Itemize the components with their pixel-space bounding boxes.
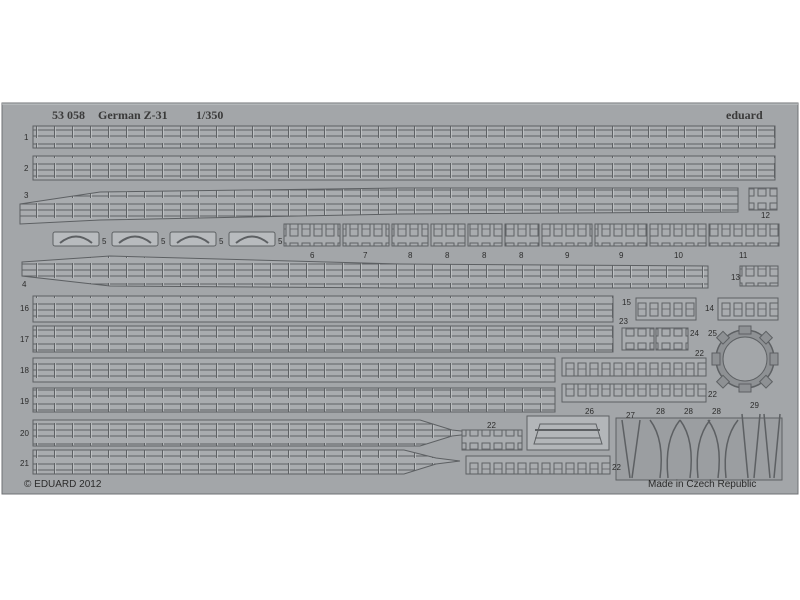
part-label: 13 — [731, 273, 740, 282]
part-label: 15 — [622, 298, 631, 307]
part-12 — [748, 187, 778, 211]
parts-6-11-row — [283, 223, 780, 247]
part-26 — [526, 415, 610, 451]
part-label: 8 — [408, 251, 413, 260]
part-label: 3 — [24, 191, 29, 200]
parts-27-29 — [615, 413, 783, 481]
part-17-rail — [32, 325, 614, 353]
kit-title: German Z-31 — [98, 108, 168, 122]
part-label: 23 — [619, 317, 628, 326]
part-label: 19 — [20, 397, 29, 406]
origin-text: Made in Czech Republic — [648, 479, 756, 490]
part-5-group — [52, 231, 276, 247]
part-label: 22 — [487, 421, 496, 430]
part-label: 24 — [690, 329, 699, 338]
part-label: 22 — [708, 390, 717, 399]
part-label: 18 — [20, 366, 29, 375]
part-label: 22 — [695, 349, 704, 358]
part-label: 28 — [656, 407, 665, 416]
part-4-rail — [21, 255, 709, 289]
part-label: 20 — [20, 429, 29, 438]
part-label: 5 — [161, 237, 166, 246]
part-label: 2 — [24, 164, 29, 173]
part-label: 16 — [20, 304, 29, 313]
part-label: 22 — [612, 463, 621, 472]
part-label: 5 — [219, 237, 224, 246]
part-label: 5 — [278, 237, 283, 246]
part-22-strip-a — [561, 357, 707, 377]
part-label: 4 — [22, 280, 27, 289]
part-1-rail — [32, 125, 776, 149]
part-label: 6 — [310, 251, 315, 260]
part-label: 25 — [708, 329, 717, 338]
part-2-rail — [32, 155, 776, 181]
part-3-rail — [19, 187, 739, 225]
kit-code: 53 058 — [52, 108, 85, 122]
part-22-block — [461, 429, 523, 451]
part-label: 7 — [363, 251, 368, 260]
part-label: 28 — [684, 407, 693, 416]
copyright-text: © EDUARD 2012 — [24, 479, 102, 490]
part-label: 8 — [519, 251, 524, 260]
part-23 — [621, 327, 655, 351]
part-22-strip-c — [465, 455, 611, 475]
part-label: 11 — [739, 251, 748, 260]
kit-scale: 1/350 — [196, 108, 223, 122]
part-label: 17 — [20, 335, 29, 344]
part-label: 5 — [102, 237, 107, 246]
part-label: 26 — [585, 407, 594, 416]
part-label: 21 — [20, 459, 29, 468]
part-label: 14 — [705, 304, 714, 313]
brand-logo: eduard — [726, 108, 763, 122]
part-labels: 1 2 3 4 5 5 5 5 6 7 8 8 8 8 9 9 10 11 12… — [20, 133, 770, 472]
part-24 — [655, 327, 689, 351]
part-label: 9 — [619, 251, 624, 260]
part-20-rail — [32, 419, 481, 447]
part-14 — [717, 297, 779, 321]
part-label: 1 — [24, 133, 29, 142]
part-label: 8 — [482, 251, 487, 260]
part-15 — [635, 297, 697, 321]
part-label: 10 — [674, 251, 683, 260]
part-21-rail — [32, 449, 461, 475]
part-label: 12 — [761, 211, 770, 220]
part-16-rail — [32, 295, 614, 323]
part-label: 8 — [445, 251, 450, 260]
part-25-gear — [711, 325, 779, 393]
part-label: 9 — [565, 251, 570, 260]
part-18-rail — [32, 357, 556, 383]
part-13 — [739, 265, 779, 287]
part-label: 29 — [750, 401, 759, 410]
part-22-strip-b — [561, 383, 707, 403]
part-19-rail — [32, 387, 556, 413]
part-label: 27 — [626, 411, 635, 420]
part-label: 28 — [712, 407, 721, 416]
